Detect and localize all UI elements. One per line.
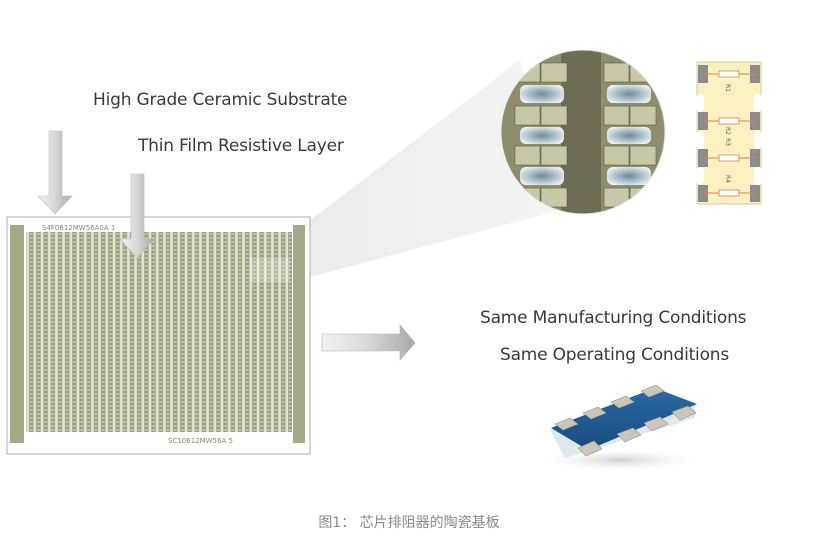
arrow-down-icon [119,173,155,259]
resistor-label-r4: R4 [724,175,731,183]
label-thin-film-layer: Thin Film Resistive Layer [138,136,344,156]
label-ceramic-substrate: High Grade Ceramic Substrate [93,90,348,110]
resistor-label-r3: R3 [724,138,731,146]
arrow-right-icon [321,324,416,361]
label-same-operating: Same Operating Conditions [500,345,730,365]
wafer-bottom-code: SC10612MW56A 5 [168,437,233,445]
resistor-label-r2: R2 [724,127,731,135]
label-same-manufacturing: Same Manufacturing Conditions [480,308,747,328]
figure-caption: 图1： 芯片排阻器的陶瓷基板 [318,515,500,531]
arrow-down-icon [37,130,73,215]
wafer-top-code: S4F0612MW56A0A 1 [42,224,115,232]
resistor-label-r1: R1 [724,84,731,92]
